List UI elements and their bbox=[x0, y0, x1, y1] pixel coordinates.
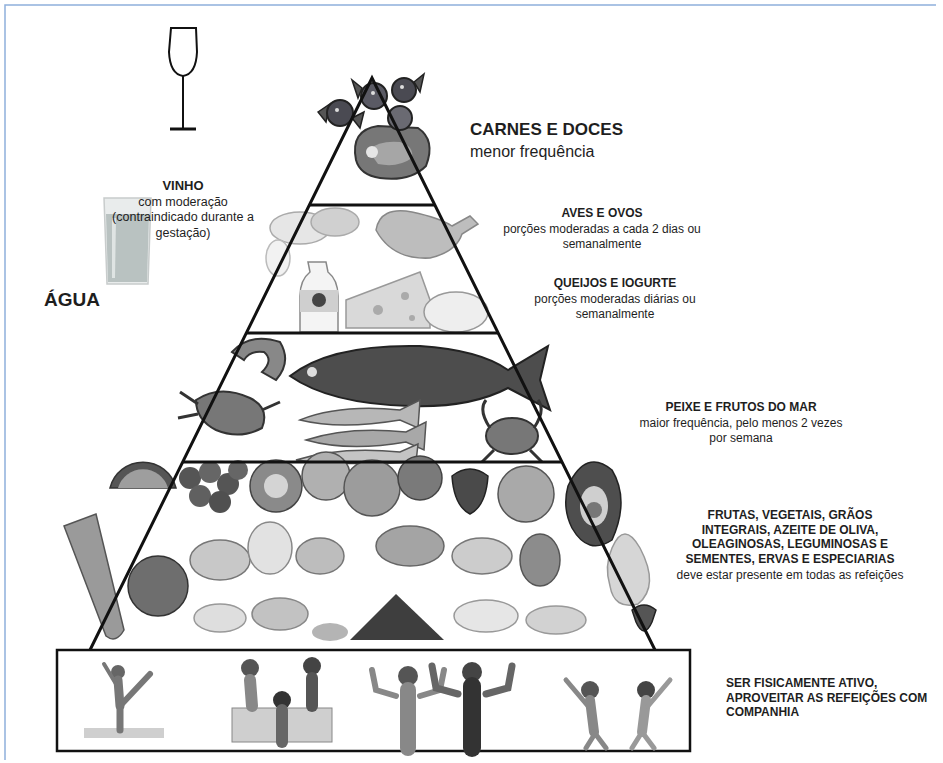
tier-note: porções moderadas a cada 2 dias ou seman… bbox=[492, 222, 712, 251]
wine-glass bbox=[169, 28, 197, 129]
tier-note: deve estar presente em todas as refeiçõe… bbox=[672, 568, 908, 583]
tier-heading: AVES E OVOS bbox=[492, 206, 712, 221]
wine-heading: VINHO bbox=[104, 178, 262, 194]
tier-note: maior frequência, pelo menos 2 vezes por… bbox=[634, 416, 848, 445]
people bbox=[84, 657, 670, 748]
wine-note: com moderação (contraindicado durante a … bbox=[104, 195, 262, 241]
frame bbox=[5, 5, 936, 760]
base-heading: SER FISICAMENTE ATIVO, APROVEITAR AS REF… bbox=[726, 676, 932, 720]
pyramid-outline bbox=[57, 78, 690, 751]
water-heading: ÁGUA bbox=[44, 288, 144, 311]
tier-heading: PEIXE E FRUTOS DO MAR bbox=[634, 400, 848, 415]
tier-heading: QUEIJOS E IOGURTE bbox=[508, 276, 722, 291]
plant-foods bbox=[64, 452, 656, 641]
tier-heading: FRUTAS, VEGETAIS, GRÃOS INTEGRAIS, AZEIT… bbox=[672, 508, 908, 567]
tier-heading: CARNES E DOCES bbox=[470, 120, 690, 141]
tier-note: menor frequência bbox=[470, 142, 690, 162]
tier-note: porções moderadas diárias ou semanalment… bbox=[508, 292, 722, 321]
